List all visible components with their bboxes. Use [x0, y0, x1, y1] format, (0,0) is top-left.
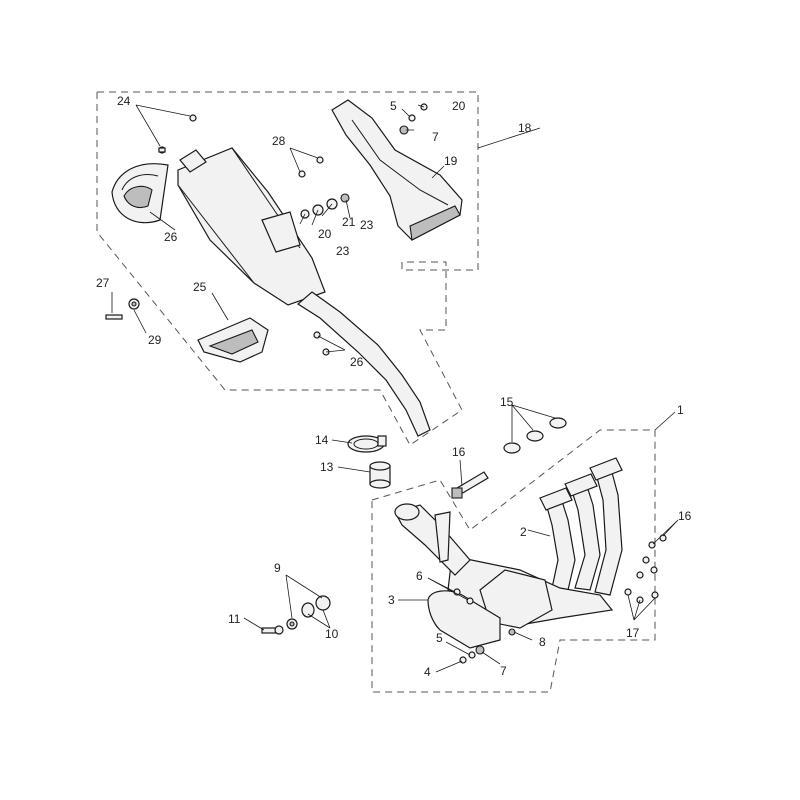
- fasteners-top: [105, 103, 428, 356]
- callout-1: 1: [677, 403, 684, 417]
- callout-29: 29: [148, 333, 162, 347]
- callout-19: 20: [318, 227, 332, 241]
- callout-labels: 24 28 5 20 7 18 19 21 23 20 23 26 27 25 …: [96, 94, 692, 679]
- callout-10: 10: [325, 627, 339, 641]
- callout-7: 7: [432, 130, 439, 144]
- silencer: [177, 147, 326, 306]
- callout-25: 26: [164, 230, 178, 244]
- pre-silencer-3: [427, 590, 501, 649]
- callout-20: 21: [342, 215, 356, 229]
- muffler-group-outline: [96, 91, 479, 446]
- callout-21: 23: [360, 218, 374, 232]
- heat-shield-18: [331, 99, 463, 241]
- link-pipe: [296, 291, 431, 437]
- header-pipe-3: [594, 464, 623, 596]
- callout-26: 24: [117, 94, 131, 108]
- sensor-15: [451, 471, 489, 499]
- callout-7-b: 7: [500, 664, 507, 678]
- callout-8: 8: [539, 635, 546, 649]
- heat-shield-24: [197, 317, 269, 363]
- callout-12: 13: [320, 460, 334, 474]
- callout-3: 3: [388, 593, 395, 607]
- silencer-outlet-tip: [179, 149, 207, 173]
- callout-5-b: 5: [436, 631, 443, 645]
- callout-5: 5: [390, 99, 397, 113]
- callout-28: 28: [272, 134, 286, 148]
- callout-11: 11: [228, 612, 241, 626]
- callout-18: 19: [444, 154, 458, 168]
- clamp-13: [347, 435, 387, 453]
- callout-27: 27: [96, 276, 110, 290]
- callout-16-b: 17: [626, 626, 640, 640]
- callout-16: 16: [678, 509, 692, 523]
- callout-14: 15: [500, 395, 514, 409]
- link-pipe-body: [296, 291, 431, 437]
- callout-26-b: 26: [350, 355, 364, 369]
- callout-23: 20: [452, 99, 466, 113]
- sleeve-12: [369, 461, 391, 489]
- gaskets-14: [503, 417, 567, 454]
- callout-13: 14: [315, 433, 329, 447]
- callout-9: 9: [274, 561, 281, 575]
- header-group-outline: [371, 429, 656, 693]
- callout-6: 6: [416, 569, 423, 583]
- callout-15: 16: [452, 445, 466, 459]
- callout-4: 4: [424, 665, 431, 679]
- header-pipes: [394, 457, 623, 649]
- group-outlines: [96, 91, 656, 693]
- silencer-mount-bracket: [261, 211, 301, 253]
- end-cap-25: [111, 163, 169, 224]
- callout-2: 2: [520, 525, 527, 539]
- header-pipe-2: [569, 479, 601, 591]
- front-downpipe: [394, 504, 471, 576]
- fasteners-left: [261, 595, 331, 635]
- callout-20-b: 23: [336, 244, 350, 258]
- callout-17: 18: [518, 121, 532, 135]
- callout-24: 25: [193, 280, 207, 294]
- leader-lines: [111, 104, 679, 673]
